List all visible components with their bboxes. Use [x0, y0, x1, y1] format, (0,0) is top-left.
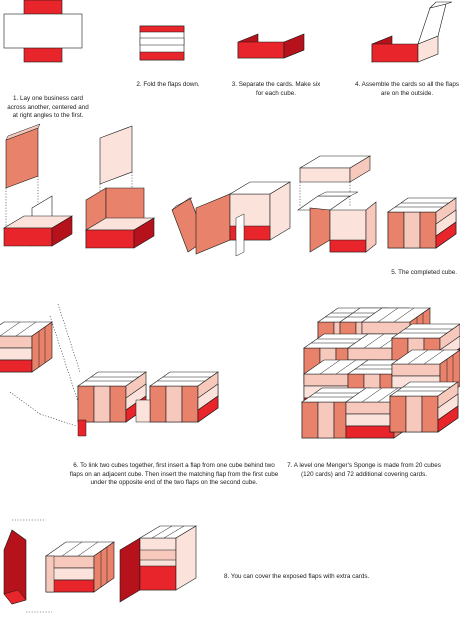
step2-folded-card: [139, 25, 185, 61]
step3-separated-card: [237, 33, 305, 59]
step6-linking-cubes: [0, 303, 219, 437]
step8-covering-flaps: [3, 519, 198, 613]
step5-completed-cube: [387, 197, 457, 249]
step1-crossed-cards: [3, 0, 83, 63]
step5-caption: 5. The completed cube.: [391, 269, 457, 276]
step4-caption: 4. Assemble the cards so all the flaps a…: [355, 81, 459, 97]
step6-caption: 6. To link two cubes together, first ins…: [69, 462, 279, 487]
step1-caption: 1. Lay one business card across another,…: [7, 95, 89, 120]
step8-caption: 8. You can cover the exposed flaps with …: [224, 573, 370, 580]
step4-assembling-cards: [371, 1, 453, 63]
step7-caption: 7. A level one Menger's Sponge is made f…: [287, 462, 441, 478]
step7-menger-sponge: [301, 307, 460, 439]
step4-assembly-b: [84, 125, 156, 249]
step3-caption: 3. Separate the cards. Make six for each…: [231, 81, 321, 97]
step4-assembly-c: [171, 181, 292, 257]
step4-assembly-d: [297, 155, 377, 253]
step4-assembly-a: [2, 123, 74, 247]
step2-caption: 2. Fold the flaps down.: [136, 81, 200, 88]
